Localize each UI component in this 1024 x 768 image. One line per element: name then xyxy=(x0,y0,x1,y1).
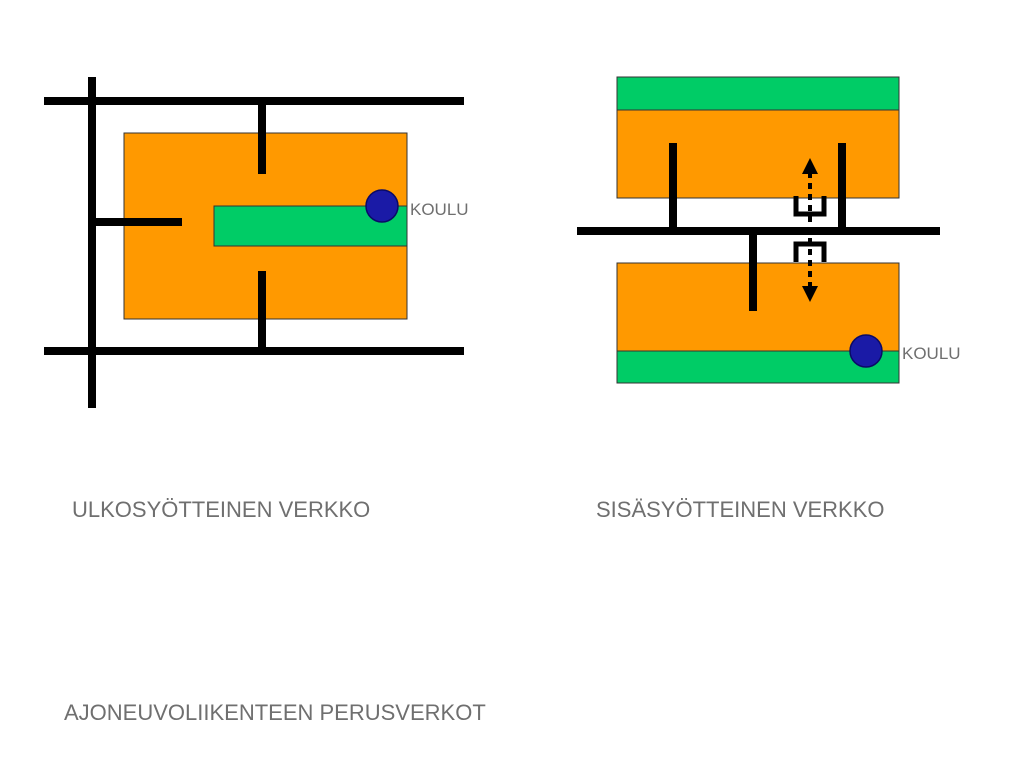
external-feed-network-diagram: KOULU xyxy=(44,77,469,408)
slide-title: AJONEUVOLIIKENTEEN PERUSVERKOT xyxy=(64,700,486,725)
left-diagram-caption: ULKOSYÖTTEINEN VERKKO xyxy=(72,497,371,522)
school-marker xyxy=(365,189,399,223)
right-diagram-caption: SISÄSYÖTTEINEN VERKKO xyxy=(596,497,885,522)
school-label: KOULU xyxy=(410,200,469,219)
school-label: KOULU xyxy=(902,344,961,363)
internal-feed-network-diagram: KOULU xyxy=(577,76,961,384)
green-zone-top xyxy=(616,76,900,111)
pedestrian-crossing-icon xyxy=(793,158,827,302)
school-marker xyxy=(849,334,883,368)
